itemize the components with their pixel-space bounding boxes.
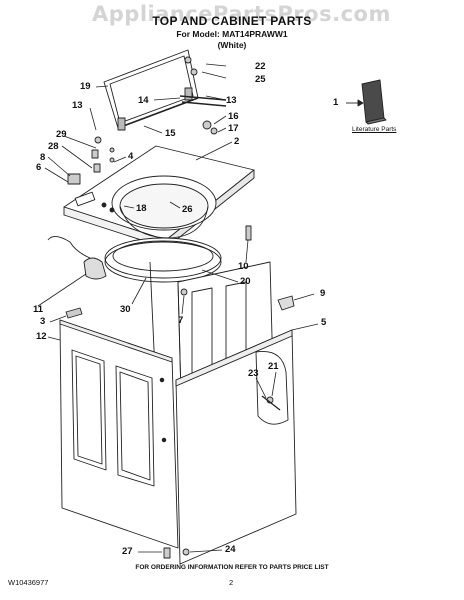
literature-booklet (346, 79, 387, 125)
lid-frame (103, 49, 199, 131)
callout-22: 22 (255, 61, 266, 72)
literature-parts-label: Literature Parts (352, 126, 397, 133)
callout-17: 17 (228, 123, 239, 134)
callout-13-right: 13 (226, 95, 237, 106)
callout-9: 9 (320, 288, 326, 299)
callout-28: 28 (48, 141, 59, 152)
tub-ring (104, 237, 222, 283)
page-title: TOP AND CABINET PARTS (152, 14, 312, 28)
callout-11: 11 (33, 304, 44, 315)
callout-24: 24 (225, 544, 236, 555)
callout-25: 25 (255, 74, 266, 85)
model-line: For Model: MAT14PRAWW1 (176, 29, 288, 39)
callout-13: 13 (72, 100, 83, 111)
callout-21: 21 (268, 361, 279, 372)
callout-4: 4 (128, 151, 134, 162)
callout-3: 3 (40, 316, 46, 327)
callout-6: 6 (36, 162, 42, 173)
callout-29: 29 (56, 129, 67, 140)
callout-14: 14 (138, 95, 149, 106)
callout-2: 2 (234, 136, 240, 147)
side-panel (175, 329, 297, 565)
watermark: AppliancePartsPros.com (92, 2, 391, 26)
top-cabinet (63, 145, 255, 249)
callout-20: 20 (240, 276, 251, 287)
callout-23: 23 (248, 368, 259, 379)
callout-10: 10 (238, 261, 249, 272)
hinge-hardware (94, 56, 227, 144)
leader-lines (37, 63, 319, 553)
front-panel (59, 319, 179, 549)
callout-5: 5 (321, 317, 327, 328)
small-parts (47, 147, 295, 559)
callout-19: 19 (80, 81, 91, 92)
callout-30: 30 (120, 304, 131, 315)
callout-18: 18 (136, 203, 147, 214)
ordering-note: FOR ORDERING INFORMATION REFER TO PARTS … (135, 564, 329, 571)
callout-8: 8 (40, 152, 46, 163)
callout-15: 15 (165, 128, 176, 139)
callout-7: 7 (178, 315, 184, 326)
callout-27: 27 (122, 546, 133, 557)
callout-26: 26 (182, 204, 193, 215)
document-number: W10436977 (8, 578, 49, 587)
callout-16: 16 (228, 111, 239, 122)
callout-12: 12 (36, 331, 47, 342)
color-line: (White) (217, 40, 247, 50)
page-number: 2 (229, 578, 234, 587)
callout-1: 1 (333, 97, 339, 108)
